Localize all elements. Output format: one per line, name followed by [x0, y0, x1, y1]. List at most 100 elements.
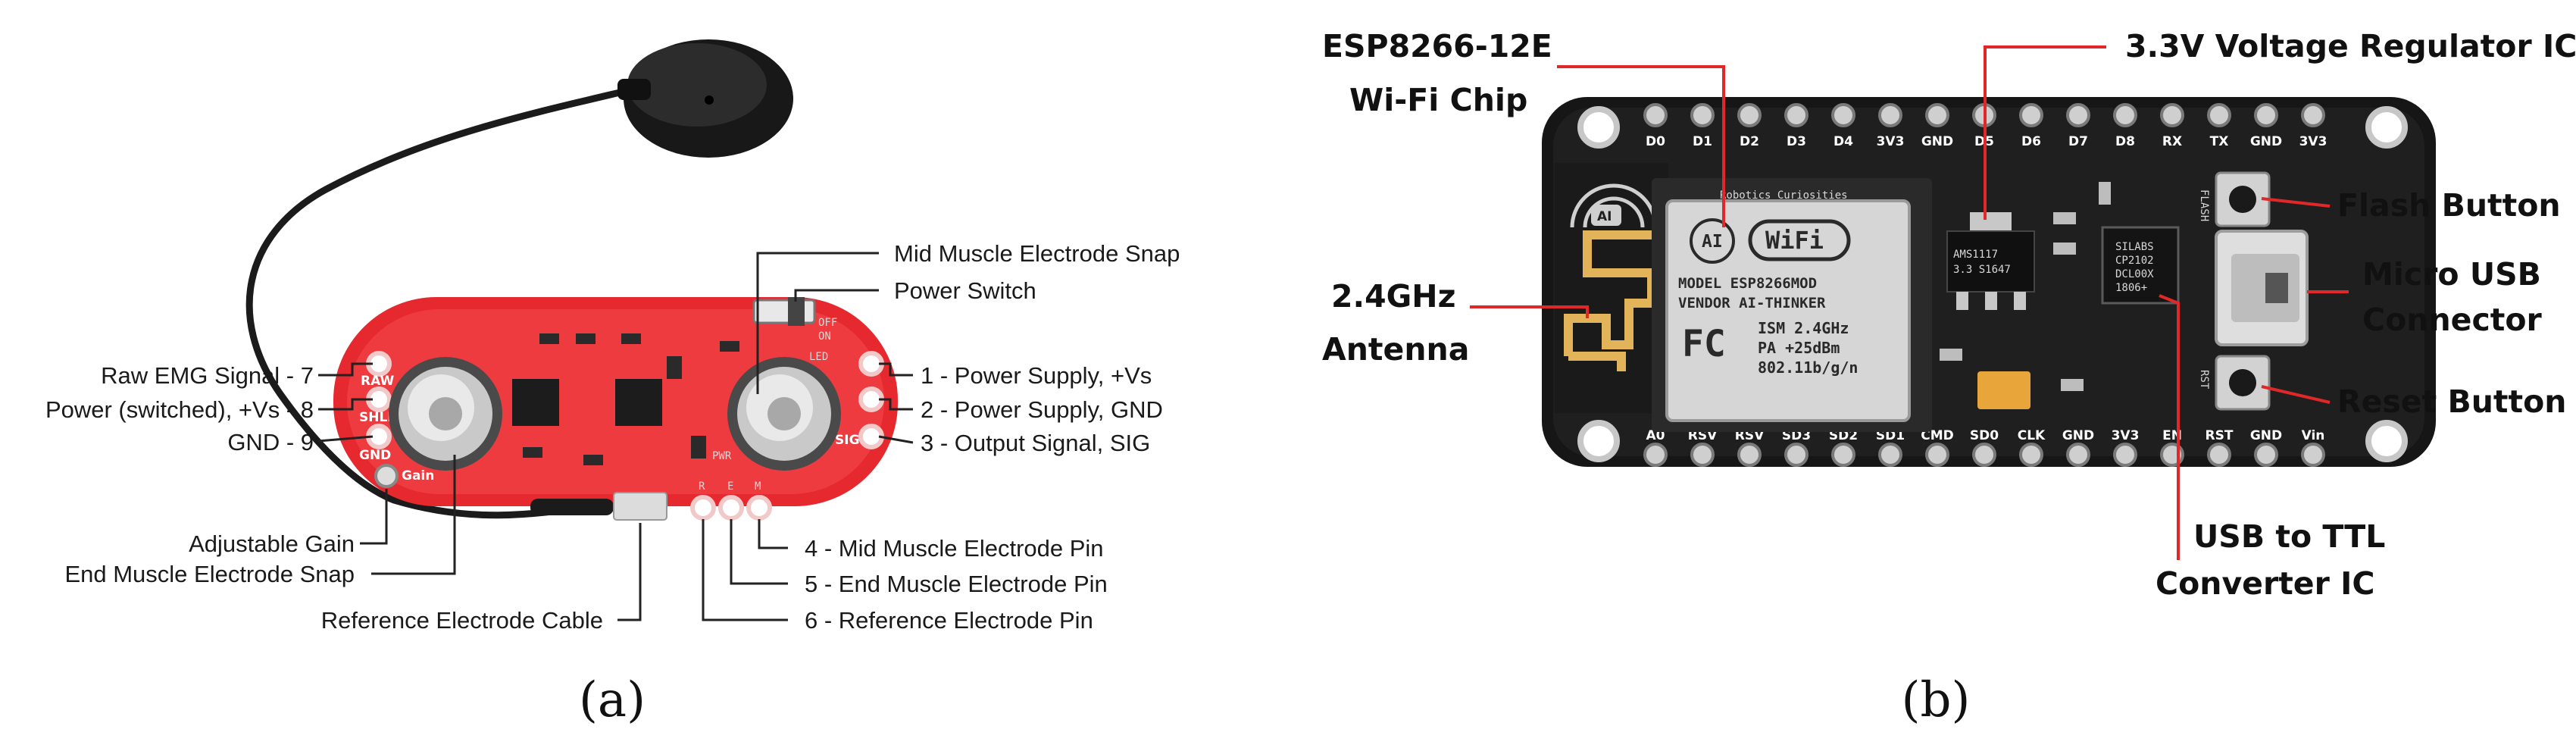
panel-a-emg-sensor: RAW SHLD GND Gain SIG [45, 39, 1180, 728]
label-pin-3: 3 - Output Signal, SIG [921, 430, 1150, 456]
top-pin-row [1643, 103, 2325, 127]
top-pin-4 [1831, 103, 1855, 127]
panel-a-leader-lines [317, 252, 914, 621]
module-text-line-5: 802.11b/g/n [1758, 358, 1858, 377]
label-power-switched: Power (switched), +Vs - 8 [45, 396, 314, 423]
label-usb-ttl-line1: USB to TTL [2193, 518, 2385, 555]
label-adjustable-gain: Adjustable Gain [189, 530, 355, 557]
label-pin-4: 4 - Mid Muscle Electrode Pin [805, 535, 1104, 562]
bottom-pin-1 [1690, 443, 1715, 467]
chip-text-1: SILABS [2115, 241, 2154, 253]
bottom-pin-12 [2207, 443, 2231, 467]
bottom-pin-label-6: CMD [1921, 428, 1954, 443]
label-pin-1: 1 - Power Supply, +Vs [921, 362, 1152, 389]
chip-text-2: CP2102 [2115, 255, 2154, 267]
board-label-gnd: GND [359, 448, 391, 463]
top-pin-13 [2254, 103, 2278, 127]
module-wifi-logo: WiFi [1765, 226, 1824, 255]
top-pin-3 [1784, 103, 1809, 127]
gain-potentiometer[interactable] [374, 464, 399, 488]
reference-electrode-cable-plug [613, 492, 667, 521]
board-label-raw: RAW [361, 374, 394, 389]
label-micro-usb-line2: Connector [2362, 302, 2543, 338]
regulator-text-2: 3.3 S1647 [1953, 264, 2011, 276]
regulator-text-1: AMS1117 [1953, 249, 1998, 261]
power-switch[interactable] [752, 299, 816, 324]
label-usb-ttl-line2: Converter IC [2156, 565, 2374, 602]
bottom-pin-8 [2019, 443, 2043, 467]
board-label-pwr: PWR [712, 450, 732, 462]
pcb-antenna-trace [1564, 230, 1667, 356]
usb-to-ttl-chip: SILABS CP2102 DCL00X 1806+ [2101, 226, 2180, 305]
top-pin-label-12: TX [2210, 134, 2229, 149]
label-reference-electrode-cable: Reference Electrode Cable [321, 607, 603, 634]
top-pin-label-1: D1 [1693, 134, 1712, 149]
label-reset-button: Reset Button [2337, 383, 2566, 420]
label-antenna-line1: 2.4GHz [1331, 278, 1455, 315]
label-pin-2: 2 - Power Supply, GND [921, 396, 1163, 423]
top-pin-2 [1737, 103, 1762, 127]
bottom-pin-row [1643, 443, 2325, 467]
bottom-pin-9 [2066, 443, 2090, 467]
board-label-off: OFF [818, 317, 837, 329]
top-pin-10 [2113, 103, 2137, 127]
bottom-pin-3 [1784, 443, 1809, 467]
top-pin-6 [1925, 103, 1949, 127]
module-text-line-3: ISM 2.4GHz [1758, 319, 1849, 337]
board-label-rst: RST [2198, 370, 2210, 390]
emg-board: RAW SHLD GND Gain SIG [333, 297, 898, 521]
label-pin-5: 5 - End Muscle Electrode Pin [805, 571, 1108, 597]
board-ai-mark: AI [1597, 209, 1612, 224]
board-label-led: LED [809, 351, 828, 363]
tantalum-capacitor [1977, 371, 2030, 409]
bottom-pin-label-12: RST [2206, 428, 2234, 443]
module-text-line-4: PA +25dBm [1758, 339, 1840, 357]
bottom-pin-5 [1878, 443, 1902, 467]
top-pin-0 [1643, 103, 1668, 127]
esp8266-module: Robotics Curiosities AI WiFi MODEL ESP82… [1652, 178, 1932, 432]
module-fcc-mark: FC [1682, 323, 1726, 365]
top-pin-label-6: GND [1921, 134, 1953, 149]
chip-text-4: 1806+ [2115, 282, 2147, 294]
label-voltage-regulator: 3.3V Voltage Regulator IC [2125, 28, 2576, 64]
module-ai-mark: AI [1702, 232, 1723, 252]
top-pin-label-2: D2 [1740, 134, 1759, 149]
bottom-pin-7 [1972, 443, 1996, 467]
board-label-shld: SHLD [359, 410, 398, 425]
top-pin-11 [2160, 103, 2184, 127]
top-pin-label-9: D7 [2068, 134, 2088, 149]
module-text-line-2: VENDOR AI-THINKER [1678, 295, 1826, 311]
electrode-cable [245, 86, 634, 519]
bottom-pin-10 [2113, 443, 2137, 467]
top-pin-5 [1878, 103, 1902, 127]
top-pin-label-10: D8 [2115, 134, 2135, 149]
bottom-pin-6 [1925, 443, 1949, 467]
top-pin-9 [2066, 103, 2090, 127]
micro-usb-connector [2215, 230, 2309, 346]
label-wifi-chip: Wi-Fi Chip [1349, 82, 1527, 118]
chip-text-3: DCL00X [2115, 268, 2154, 280]
bottom-pin-label-8: CLK [2018, 428, 2046, 443]
board-label-flash: FLASH [2198, 189, 2210, 221]
top-pin-8 [2019, 103, 2043, 127]
panel-b-leader-lines [1470, 45, 2349, 560]
label-gnd-9: GND - 9 [227, 429, 314, 455]
voltage-regulator-ic: AMS1117 3.3 S1647 [1946, 212, 2035, 310]
module-watermark: Robotics Curiosities [1720, 189, 1848, 202]
bottom-pin-0 [1643, 443, 1668, 467]
top-pin-label-14: 3V3 [2299, 134, 2327, 149]
bottom-pin-label-9: GND [2062, 428, 2094, 443]
board-label-sig: SIG [835, 433, 860, 448]
board-label-on: ON [818, 330, 831, 343]
top-pin-label-5: 3V3 [1877, 134, 1905, 149]
bottom-pin-14 [2301, 443, 2325, 467]
label-antenna-line2: Antenna [1322, 331, 1469, 368]
label-esp8266-12e: ESP8266-12E [1322, 28, 1552, 64]
end-muscle-electrode-snap-on-board [389, 357, 502, 471]
board-label-m: M [755, 480, 761, 493]
label-end-muscle-electrode-snap: End Muscle Electrode Snap [64, 561, 355, 587]
